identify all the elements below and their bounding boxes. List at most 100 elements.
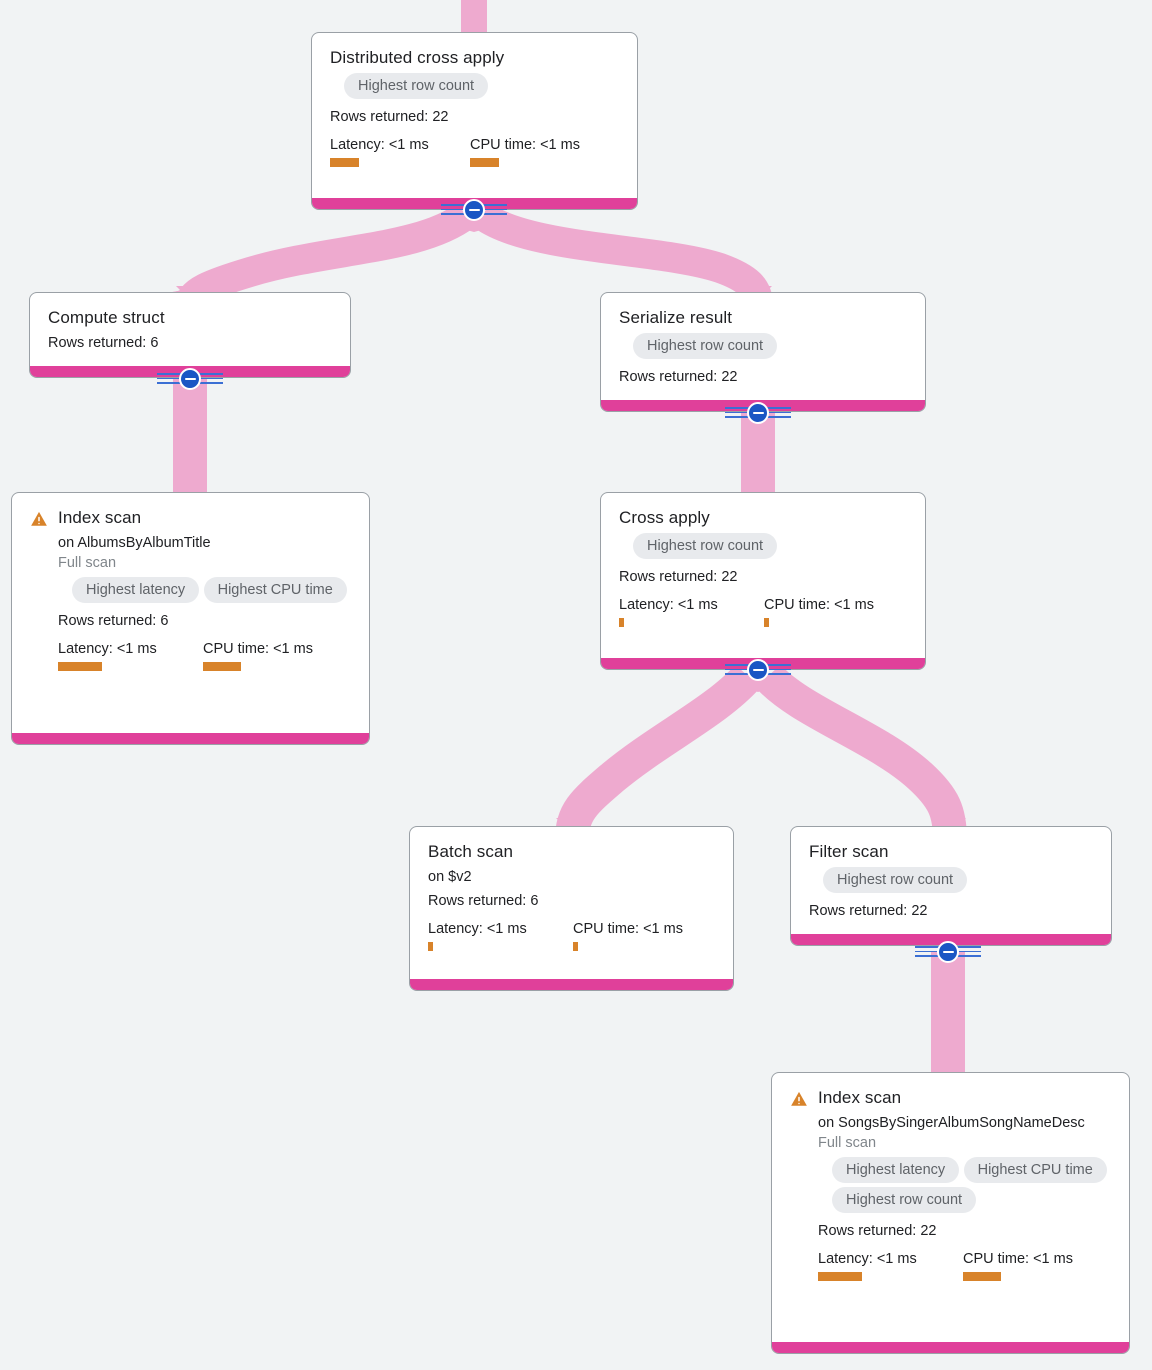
node-index-scan-songs[interactable]: Index scan on SongsBySingerAlbumSongName… — [771, 1072, 1130, 1354]
rows-returned: Rows returned: 22 — [818, 1223, 937, 1239]
node-chips: Highest row count — [633, 333, 907, 363]
chip-highest-cpu-time: Highest CPU time — [963, 1157, 1107, 1183]
node-subtitle: on AlbumsByAlbumTitle — [58, 535, 211, 551]
collapse-toggle-distributed-cross-apply[interactable] — [441, 198, 507, 222]
rows-returned: Rows returned: 6 — [428, 893, 539, 909]
metric-latency: Latency: <1 ms — [428, 919, 573, 951]
edge-root-to-compute-struct-ribbon — [172, 212, 480, 292]
collapse-minus-icon[interactable] — [463, 199, 485, 221]
node-metrics: Latency: <1 ms CPU time: <1 ms — [58, 639, 351, 671]
node-chips: Highest row count — [344, 73, 619, 103]
chip-highest-row-count: Highest row count — [832, 1187, 977, 1213]
node-content: Serialize result Highest row count Rows … — [601, 293, 925, 403]
metric-latency: Latency: <1 ms — [619, 595, 764, 627]
collapse-toggle-compute-struct[interactable] — [157, 367, 223, 391]
metric-latency: Latency: <1 ms — [818, 1249, 963, 1281]
node-header: Index scan on SongsBySingerAlbumSongName… — [790, 1087, 1111, 1281]
node-title: Serialize result — [619, 308, 733, 327]
node-metrics: Latency: <1 ms CPU time: <1 ms — [428, 919, 715, 951]
rows-returned: Rows returned: 22 — [809, 903, 928, 919]
chip-highest-row-count: Highest row count — [344, 73, 489, 99]
metric-cpu-time-bar — [764, 618, 769, 627]
metric-latency-bar — [619, 618, 624, 627]
collapse-toggle-filter-scan[interactable] — [915, 940, 981, 964]
node-body: Batch scan on $v2 Rows returned: 6 Laten… — [428, 841, 715, 951]
node-serialize-result[interactable]: Serialize result Highest row count Rows … — [600, 292, 926, 412]
node-compute-struct[interactable]: Compute struct Rows returned: 6 — [29, 292, 351, 378]
edge-root-to-compute-struct — [172, 210, 478, 292]
metric-cpu-time-label: CPU time: <1 ms — [203, 641, 313, 657]
node-header: Filter scan Highest row count Rows retur… — [809, 841, 1093, 921]
node-content: Cross apply Highest row count Rows retur… — [601, 493, 925, 643]
collapse-minus-icon[interactable] — [937, 941, 959, 963]
edge-serialize-to-cross-apply — [741, 413, 775, 497]
edge-compute-to-index-scan — [173, 379, 207, 497]
chip-highest-cpu-time: Highest CPU time — [203, 577, 347, 603]
node-title: Index scan — [58, 508, 142, 527]
collapse-toggle-cross-apply[interactable] — [725, 658, 791, 682]
rows-returned: Rows returned: 6 — [48, 335, 159, 351]
node-body: Filter scan Highest row count Rows retur… — [809, 841, 1093, 921]
node-body: Index scan on AlbumsByAlbumTitle Full sc… — [58, 507, 351, 671]
node-header: Batch scan on $v2 Rows returned: 6 Laten… — [428, 841, 715, 951]
metric-cpu-time-label: CPU time: <1 ms — [470, 137, 580, 153]
node-body: Cross apply Highest row count Rows retur… — [619, 507, 907, 627]
metric-cpu-time: CPU time: <1 ms — [470, 135, 580, 167]
node-subtitle: on $v2 — [428, 869, 472, 885]
node-body: Serialize result Highest row count Rows … — [619, 307, 907, 387]
metric-cpu-time-bar — [203, 662, 241, 671]
edge-crossapply-batch-stroke — [555, 664, 761, 841]
node-footer-bar — [12, 733, 369, 744]
node-header: Compute struct Rows returned: 6 — [48, 307, 332, 353]
node-scan-type: Full scan — [818, 1135, 877, 1151]
metric-cpu-time-bar — [963, 1272, 1001, 1281]
node-metrics: Latency: <1 ms CPU time: <1 ms — [619, 595, 907, 627]
node-chips: Highest latency Highest CPU time Highest… — [832, 1157, 1111, 1217]
node-body: Index scan on SongsBySingerAlbumSongName… — [818, 1087, 1111, 1281]
metric-latency-bar — [818, 1272, 862, 1281]
collapse-minus-icon[interactable] — [747, 402, 769, 424]
metric-cpu-time: CPU time: <1 ms — [764, 595, 874, 627]
node-title: Batch scan — [428, 842, 514, 861]
node-filter-scan[interactable]: Filter scan Highest row count Rows retur… — [790, 826, 1112, 946]
collapse-minus-icon[interactable] — [747, 659, 769, 681]
node-content: Filter scan Highest row count Rows retur… — [791, 827, 1111, 937]
collapse-minus-icon[interactable] — [179, 368, 201, 390]
chip-highest-row-count: Highest row count — [633, 333, 778, 359]
node-title: Compute struct — [48, 308, 165, 327]
node-body: Compute struct Rows returned: 6 — [48, 307, 332, 353]
metric-latency: Latency: <1 ms — [330, 135, 470, 167]
rows-returned: Rows returned: 6 — [58, 613, 169, 629]
edge-root-to-compute-struct-body — [172, 212, 476, 292]
node-content: Index scan on AlbumsByAlbumTitle Full sc… — [12, 493, 369, 687]
node-footer-bar — [791, 934, 1111, 945]
node-content: Batch scan on $v2 Rows returned: 6 Laten… — [410, 827, 733, 967]
chip-highest-row-count: Highest row count — [823, 867, 968, 893]
metric-latency-label: Latency: <1 ms — [619, 597, 718, 613]
warning-triangle-icon — [31, 511, 47, 526]
metric-latency-bar — [330, 158, 359, 167]
warning-triangle-icon — [791, 1091, 807, 1106]
node-content: Compute struct Rows returned: 6 — [30, 293, 350, 369]
metric-cpu-time-bar — [573, 942, 578, 951]
metric-latency-label: Latency: <1 ms — [330, 137, 429, 153]
metric-cpu-time-label: CPU time: <1 ms — [963, 1251, 1073, 1267]
edge-crossapply-filter-stroke — [755, 664, 967, 841]
chip-highest-row-count: Highest row count — [633, 533, 778, 559]
node-footer-bar — [772, 1342, 1129, 1353]
edge-root-left-wide — [172, 214, 460, 292]
metric-latency-label: Latency: <1 ms — [428, 921, 527, 937]
node-batch-scan[interactable]: Batch scan on $v2 Rows returned: 6 Laten… — [409, 826, 734, 991]
node-footer-bar — [410, 979, 733, 990]
metric-cpu-time-label: CPU time: <1 ms — [764, 597, 874, 613]
chip-highest-latency: Highest latency — [72, 577, 200, 603]
node-chips: Highest row count — [633, 533, 907, 563]
node-index-scan-albums[interactable]: Index scan on AlbumsByAlbumTitle Full sc… — [11, 492, 370, 745]
node-content: Distributed cross apply Highest row coun… — [312, 33, 637, 183]
metric-latency-label: Latency: <1 ms — [58, 641, 157, 657]
collapse-toggle-serialize-result[interactable] — [725, 401, 791, 425]
node-distributed-cross-apply[interactable]: Distributed cross apply Highest row coun… — [311, 32, 638, 210]
node-cross-apply[interactable]: Cross apply Highest row count Rows retur… — [600, 492, 926, 670]
edge-root-inbound — [461, 0, 487, 36]
